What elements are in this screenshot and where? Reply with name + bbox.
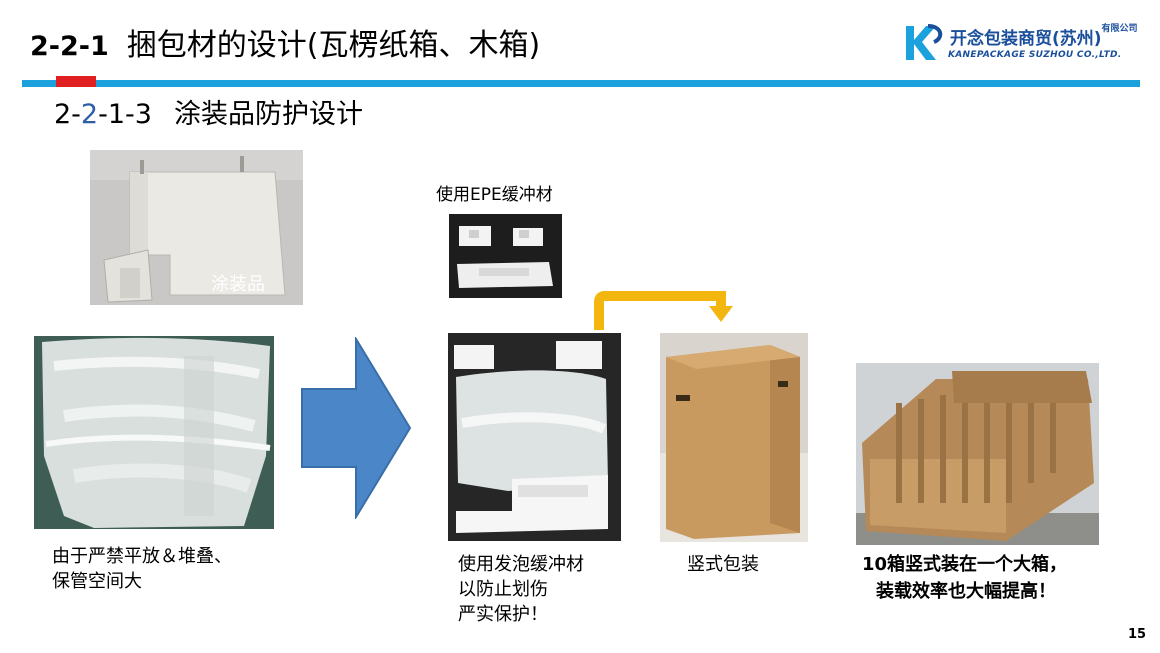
company-logo: 开念包装商贸(苏州)有限公司 KANEPACKAGE SUZHOU CO.,LT… — [902, 20, 1142, 66]
kp-logo-icon — [902, 22, 946, 64]
section-title: 2-2-1 捆包材的设计(瓦楞纸箱、木箱) — [30, 26, 540, 67]
step-arrow-icon — [594, 291, 733, 330]
vertical-carton-photo — [660, 333, 808, 542]
painted-part-caption: 涂装品 — [211, 274, 265, 295]
problem-caption-line2: 保管空间大 — [52, 571, 142, 592]
header-red-marker — [56, 76, 96, 87]
bubble-wrapped-part-photo — [34, 336, 274, 529]
painted-part-photo: 涂装品 — [90, 150, 303, 305]
epe-caption: 使用EPE缓冲材 — [436, 185, 553, 205]
foam-caption-line1: 使用发泡缓冲材 — [458, 554, 584, 575]
problem-caption-line1: 由于严禁平放＆堆叠、 — [52, 546, 232, 567]
logo-chinese-name: 开念包装商贸(苏州)有限公司 — [950, 24, 1138, 49]
section-title-text: 捆包材的设计(瓦楞纸箱、木箱) — [126, 28, 541, 63]
page-number: 15 — [1128, 627, 1147, 642]
foam-caption-line3: 严实保护！ — [458, 604, 548, 625]
section-number: 2-2-1 — [30, 31, 109, 62]
process-arrow-icon — [301, 337, 412, 519]
vertical-pack-caption: 竖式包装 — [687, 554, 759, 575]
epe-foam-photo — [449, 214, 562, 298]
logo-english-name: KANEPACKAGE SUZHOU CO.,LTD. — [948, 50, 1122, 60]
box-caption-line2: 装载效率也大幅提高！ — [876, 581, 1056, 602]
foam-cushion-photo — [448, 333, 621, 541]
foam-caption-line2: 以防止划伤 — [458, 579, 548, 600]
box-caption-line1: 10箱竖式装在一个大箱， — [862, 554, 1068, 575]
header-accent-bar — [22, 80, 1140, 87]
multi-carton-box-photo — [856, 363, 1099, 545]
